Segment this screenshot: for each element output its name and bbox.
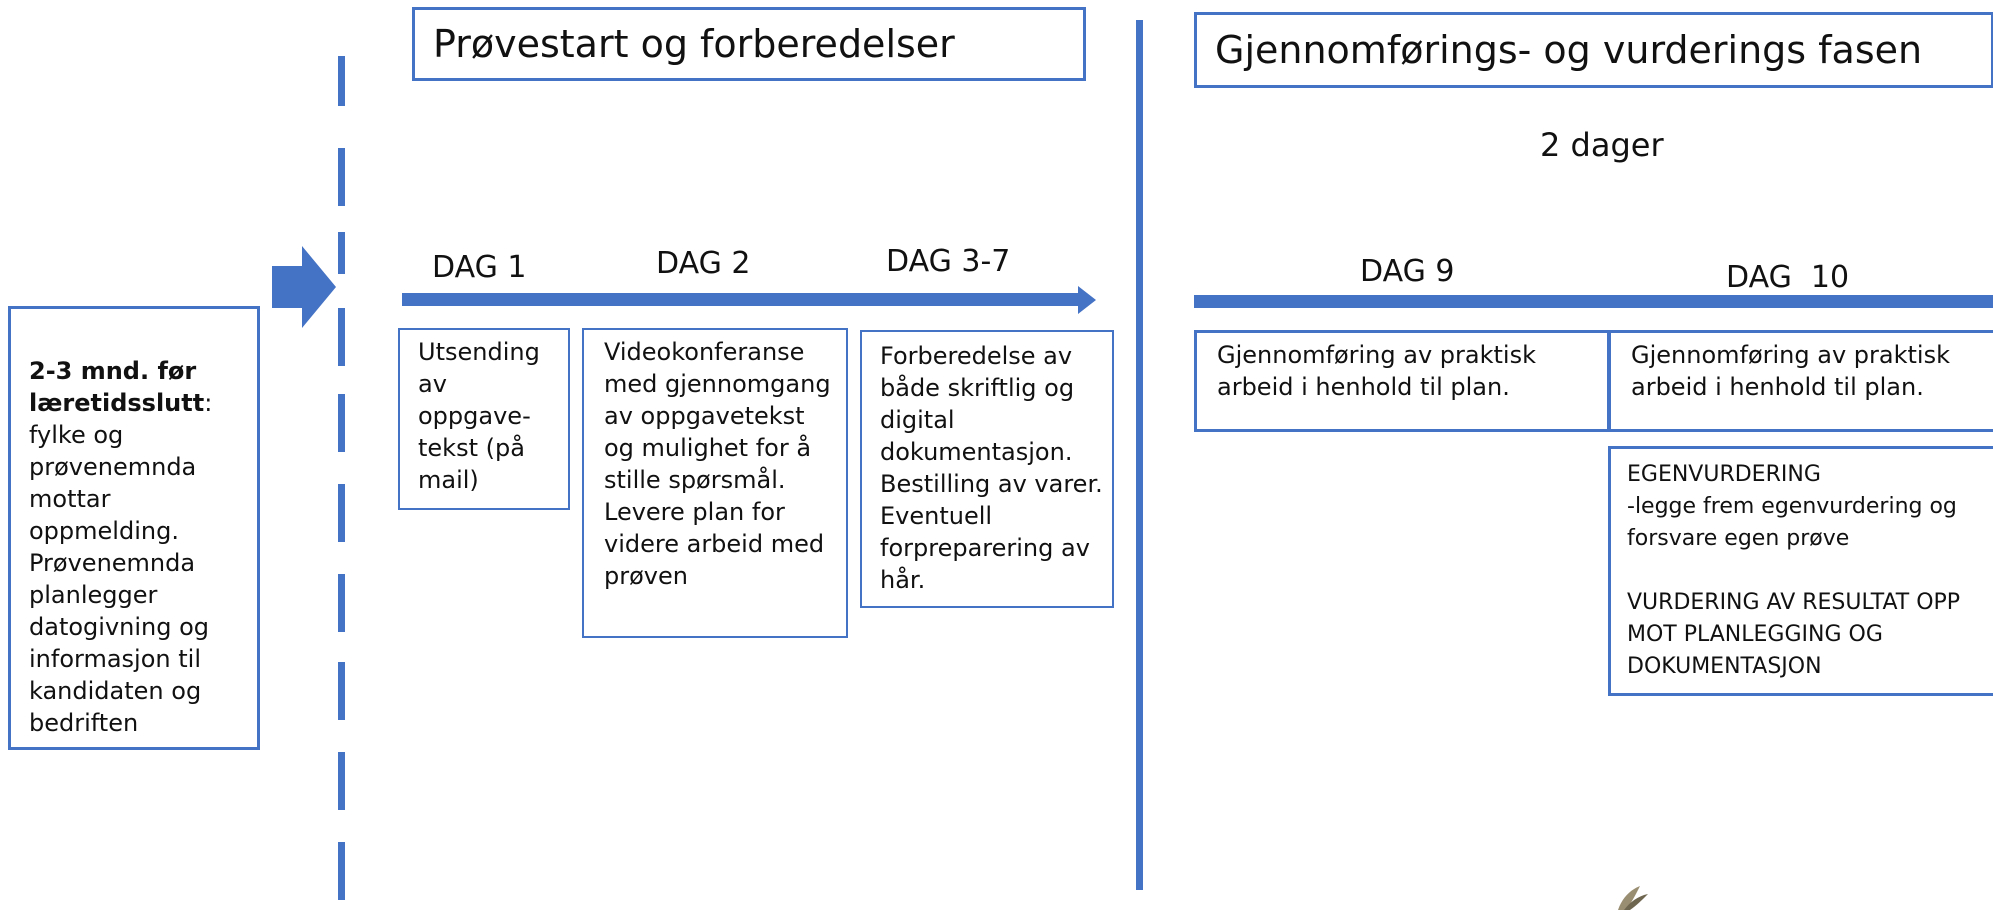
pre-deadline-heading: 2-3 mnd. før læretidsslutt: [29, 357, 205, 417]
pre-deadline-text: : fylke og prøvenemnda mottar oppmelding…: [29, 389, 213, 737]
self-assessment-heading: EGENVURDERING: [1627, 462, 1821, 487]
self-assessment-text: -legge frem egenvurdering og forsvare eg…: [1627, 494, 1957, 551]
phase-divider: [1136, 20, 1143, 890]
day-label: DAG 2: [656, 246, 751, 281]
day-box: Gjennomføring av praktisk arbeid i henho…: [1608, 330, 1993, 432]
day-box: Forberedelse av både skriftlig og digita…: [860, 330, 1114, 608]
feather-icon: [1618, 886, 1648, 910]
start-arrow-icon: [272, 246, 336, 328]
day-label: DAG 10: [1726, 260, 1850, 295]
day-label: DAG 3-7: [886, 244, 1011, 279]
timeline-arrow-icon: [402, 286, 1096, 314]
day-box: Videokonferanse med gjennomgang av oppga…: [582, 328, 848, 638]
day-label: DAG 9: [1360, 254, 1455, 289]
day-box: Utsending av oppgave-tekst (på mail): [398, 328, 570, 510]
pre-deadline-box: 2-3 mnd. før læretidsslutt: fylke og prø…: [8, 306, 260, 750]
prep-section-title: Prøvestart og forberedelser: [412, 7, 1086, 81]
day-label: DAG 1: [432, 250, 527, 285]
assessment-box: EGENVURDERING -legge frem egenvurdering …: [1608, 446, 1993, 696]
exec-section-title: Gjennomførings- og vurderings fasen: [1194, 12, 1993, 88]
exec-duration: 2 dager: [1540, 126, 1664, 164]
result-assessment-text: VURDERING AV RESULTAT OPP MOT PLANLEGGIN…: [1627, 590, 1961, 679]
timeline-bar: [1194, 295, 1993, 308]
day-box: Gjennomføring av praktisk arbeid i henho…: [1194, 330, 1610, 432]
